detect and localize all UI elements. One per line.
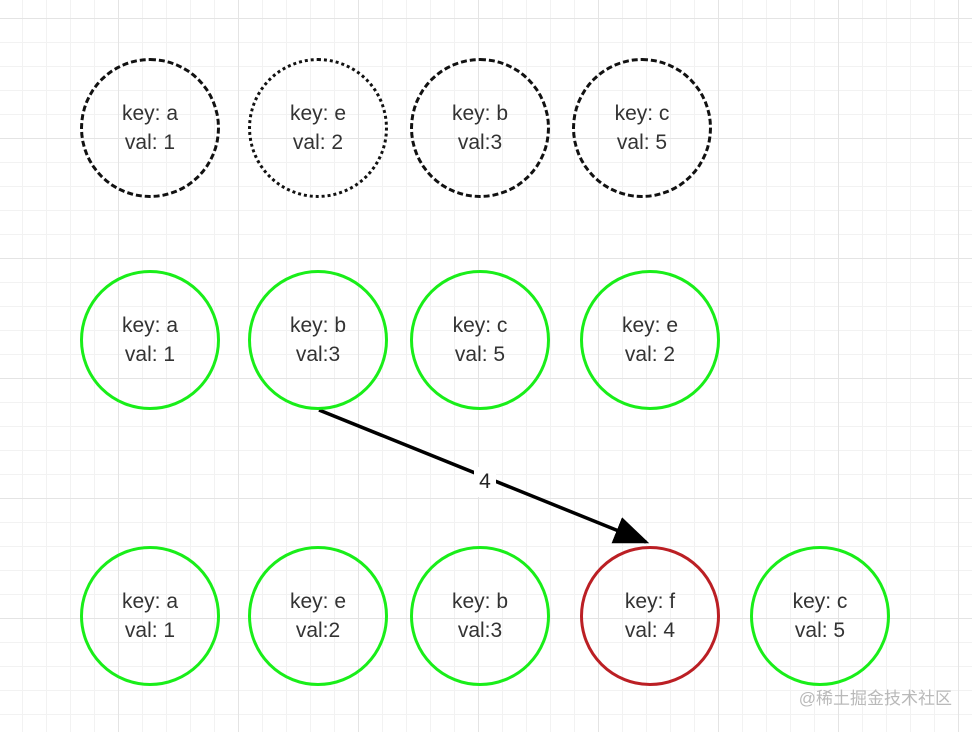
node-key: key: c	[614, 102, 670, 125]
node-top-4: key: c val: 5	[572, 58, 712, 198]
node-middle-3: key: c val: 5	[410, 270, 550, 410]
node-key: key: e	[289, 590, 347, 613]
node-val: val: 5	[616, 131, 668, 154]
node-key: key: b	[451, 102, 509, 125]
node-key: key: b	[289, 314, 347, 337]
node-val: val:3	[295, 343, 341, 366]
node-bottom-5: key: c val: 5	[750, 546, 890, 686]
node-key: key: a	[121, 590, 179, 613]
node-top-1: key: a val: 1	[80, 58, 220, 198]
node-bottom-2: key: e val:2	[248, 546, 388, 686]
node-val: val:3	[457, 619, 503, 642]
node-middle-1: key: a val: 1	[80, 270, 220, 410]
node-val: val:3	[457, 131, 503, 154]
node-val: val: 2	[292, 131, 344, 154]
watermark: @稀土掘金技术社区	[798, 689, 952, 708]
edge-label: 4	[474, 467, 496, 497]
node-middle-4: key: e val: 2	[580, 270, 720, 410]
node-key: key: a	[121, 102, 179, 125]
node-key: key: c	[792, 590, 848, 613]
node-val: val: 1	[124, 619, 176, 642]
node-val: val: 5	[794, 619, 846, 642]
node-key: key: e	[289, 102, 347, 125]
node-key: key: a	[121, 314, 179, 337]
node-val: val: 1	[124, 343, 176, 366]
node-bottom-1: key: a val: 1	[80, 546, 220, 686]
node-val: val: 1	[124, 131, 176, 154]
node-key: key: c	[452, 314, 508, 337]
node-key: key: e	[621, 314, 679, 337]
node-val: val: 5	[454, 343, 506, 366]
node-top-2: key: e val: 2	[248, 58, 388, 198]
node-top-3: key: b val:3	[410, 58, 550, 198]
node-val: val:2	[295, 619, 341, 642]
node-key: key: b	[451, 590, 509, 613]
node-bottom-4-inserted: key: f val: 4	[580, 546, 720, 686]
node-bottom-3: key: b val:3	[410, 546, 550, 686]
node-key: key: f	[624, 590, 676, 613]
node-middle-2: key: b val:3	[248, 270, 388, 410]
node-val: val: 4	[624, 619, 676, 642]
node-val: val: 2	[624, 343, 676, 366]
